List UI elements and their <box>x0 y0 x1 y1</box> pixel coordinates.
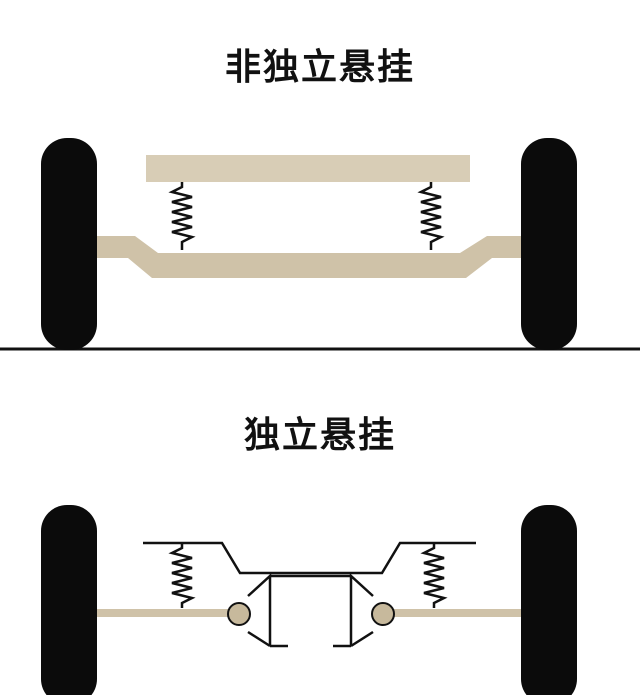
right-joint-lower-arm <box>350 630 374 648</box>
vehicle-body-outline <box>143 541 476 575</box>
right-wheel-hub <box>371 602 395 626</box>
left-half-shaft <box>95 609 235 617</box>
independent-suspension-title: 独立悬挂 <box>243 415 396 456</box>
vehicle-body <box>146 155 470 182</box>
independent-suspension-diagram <box>41 505 577 695</box>
dependent-suspension-diagram <box>0 138 640 351</box>
right-spring <box>417 182 445 250</box>
left-joint-lower-arm <box>247 630 271 648</box>
left-spring <box>168 543 196 608</box>
dependent-suspension-title: 非独立悬挂 <box>224 47 415 88</box>
right-tire <box>521 138 577 350</box>
left-tire <box>41 138 97 350</box>
right-half-shaft <box>384 609 522 617</box>
left-wheel-hub <box>227 602 251 626</box>
right-spring <box>420 543 448 608</box>
differential-housing <box>270 574 351 648</box>
right-tire <box>521 505 577 695</box>
left-tire <box>41 505 97 695</box>
left-spring <box>168 182 196 250</box>
rigid-axle <box>95 236 522 278</box>
